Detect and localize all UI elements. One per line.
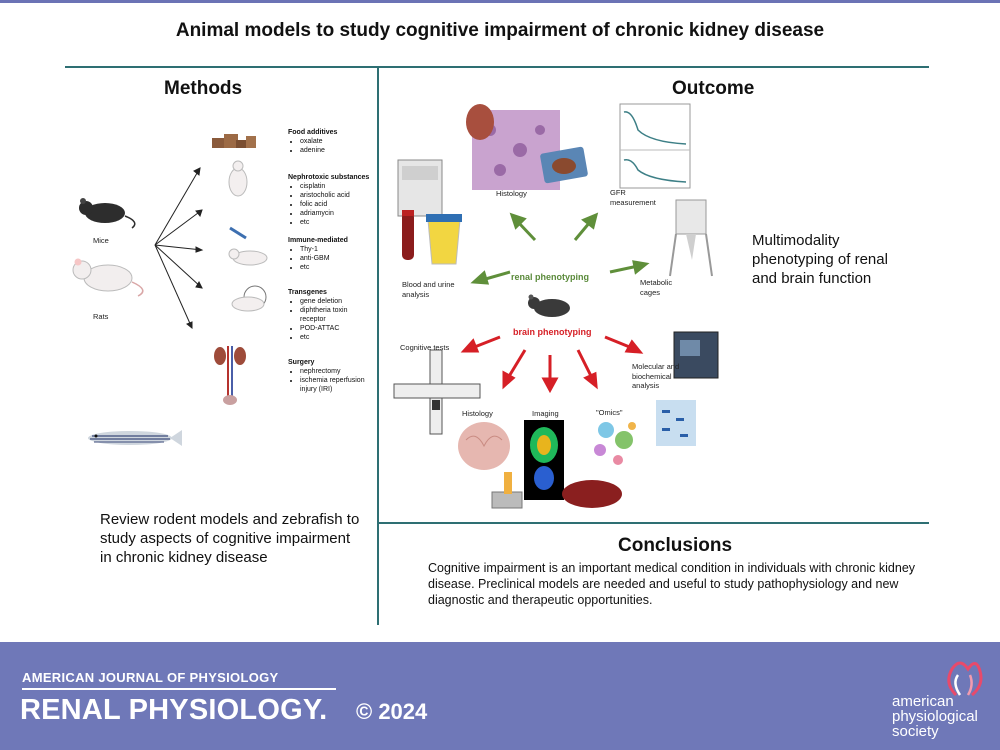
list-item: etc (300, 218, 378, 227)
outcome-illustration (393, 103, 719, 509)
brain-arrows (460, 335, 644, 394)
society-word: physiological (892, 708, 978, 725)
category-nephrotoxic: Nephrotoxic substances cisplatin aristoc… (288, 173, 378, 227)
sequencer-icon (673, 331, 719, 379)
omics-scatter-icon (594, 422, 636, 465)
microscope-icon (491, 472, 523, 509)
list-item: anti-GBM (300, 254, 378, 263)
society-name: american physiological society (892, 694, 978, 739)
kidney-surgery-icon (214, 346, 246, 405)
conclusions-heading: Conclusions (618, 535, 733, 556)
methods-illustration (72, 134, 268, 446)
list-item: diphtheria toxin receptor (300, 306, 374, 324)
list-item: gene deletion (300, 297, 374, 306)
list-item: etc (300, 333, 374, 342)
column-divider (377, 67, 379, 625)
outcome-heading: Outcome (672, 78, 755, 99)
methods-summary: Review rodent models and zebrafish to st… (100, 511, 360, 566)
histology-label: Histology (496, 189, 527, 198)
footer-band (0, 642, 1000, 750)
outcome-summary: Multimodality phenotyping of renal and b… (752, 232, 888, 287)
rats-label: Rats (93, 312, 109, 321)
list-item: Thy-1 (300, 245, 378, 254)
society-word: society (892, 723, 939, 740)
brain-icon (458, 422, 510, 470)
urine-cup-icon (426, 214, 462, 265)
blood-tube-icon (402, 210, 414, 260)
category-immune-mediated: Immune-mediated Thy-1 anti-GBM etc (288, 236, 378, 272)
list-item: adriamycin (300, 209, 378, 218)
rat-icon (72, 258, 144, 297)
journal-line1: AMERICAN JOURNAL OF PHYSIOLOGY (22, 670, 279, 685)
category-food-additives: Food additives oxalateadenine (288, 128, 378, 155)
journal-year: © 2024 (356, 699, 428, 724)
zebrafish-icon (88, 430, 182, 446)
category-heading: Surgery (288, 359, 315, 366)
metabolic-cages-label: Metabolic cages (640, 278, 673, 297)
list-item: nephrectomy (300, 367, 374, 376)
category-heading: Food additives (288, 129, 338, 136)
renal-phenotyping-label: renal phenotyping (511, 272, 590, 282)
method-arrows (154, 167, 204, 330)
top-rule (0, 0, 1000, 3)
maze-icon (393, 349, 481, 435)
molecular-label: Molecular and biochemical analysis (632, 362, 680, 390)
category-heading: Transgenes (288, 289, 327, 296)
blood-urine-label: Blood and urine analysis (402, 280, 455, 299)
analyzer-icon (397, 159, 443, 217)
transgenic-mouse-icon (231, 285, 267, 312)
journal-line2: RENAL PHYSIOLOGY. (20, 694, 328, 726)
page-title: Animal models to study cognitive impairm… (175, 20, 825, 41)
category-surgery: Surgery nephrectomy ischemia reperfusion… (288, 358, 374, 394)
mice-label: Mice (93, 236, 109, 245)
journal-rule (22, 688, 336, 690)
central-mouse-icon (528, 294, 570, 317)
renal-arrows (470, 212, 650, 285)
brain-imaging-icon (524, 420, 564, 500)
list-item: cisplatin (300, 182, 378, 191)
header-divider (65, 66, 929, 68)
kidney-histology-icon (466, 104, 588, 190)
list-item: adenine (300, 146, 378, 155)
aps-logo-icon (947, 661, 983, 697)
histology-brain-label: Histology (462, 409, 493, 418)
category-heading: Nephrotoxic substances (288, 174, 370, 181)
gel-blot-icon (656, 400, 696, 446)
list-item: etc (300, 263, 378, 272)
society-word: american (892, 693, 954, 710)
cognitive-tests-label: Cognitive tests (400, 343, 450, 352)
lab-mouse-icon (228, 160, 248, 197)
food-pellets-icon (212, 134, 256, 148)
list-item: ischemia reperfusion injury (IRI) (300, 376, 374, 394)
mouse-icon (79, 198, 136, 229)
conclusions-text: Cognitive impairment is an important med… (428, 561, 916, 607)
list-item: POD-ATTAC (300, 324, 374, 333)
syringe-icon (228, 226, 268, 266)
category-transgenes: Transgenes gene deletion diphtheria toxi… (288, 288, 374, 342)
brain-slice-icon (562, 480, 622, 508)
list-item: oxalate (300, 137, 378, 146)
metabolic-cage-icon (669, 199, 713, 277)
methods-heading: Methods (164, 78, 243, 99)
imaging-label: Imaging (532, 409, 559, 418)
conclusions-divider (378, 522, 929, 524)
category-heading: Immune-mediated (288, 237, 348, 244)
brain-phenotyping-label: brain phenotyping (513, 327, 592, 337)
gfr-chart-icon (619, 103, 691, 189)
list-item: folic acid (300, 200, 378, 209)
list-item: aristocholic acid (300, 191, 378, 200)
omics-label: "Omics" (596, 408, 623, 417)
gfr-label: GFR measurement (610, 188, 656, 207)
